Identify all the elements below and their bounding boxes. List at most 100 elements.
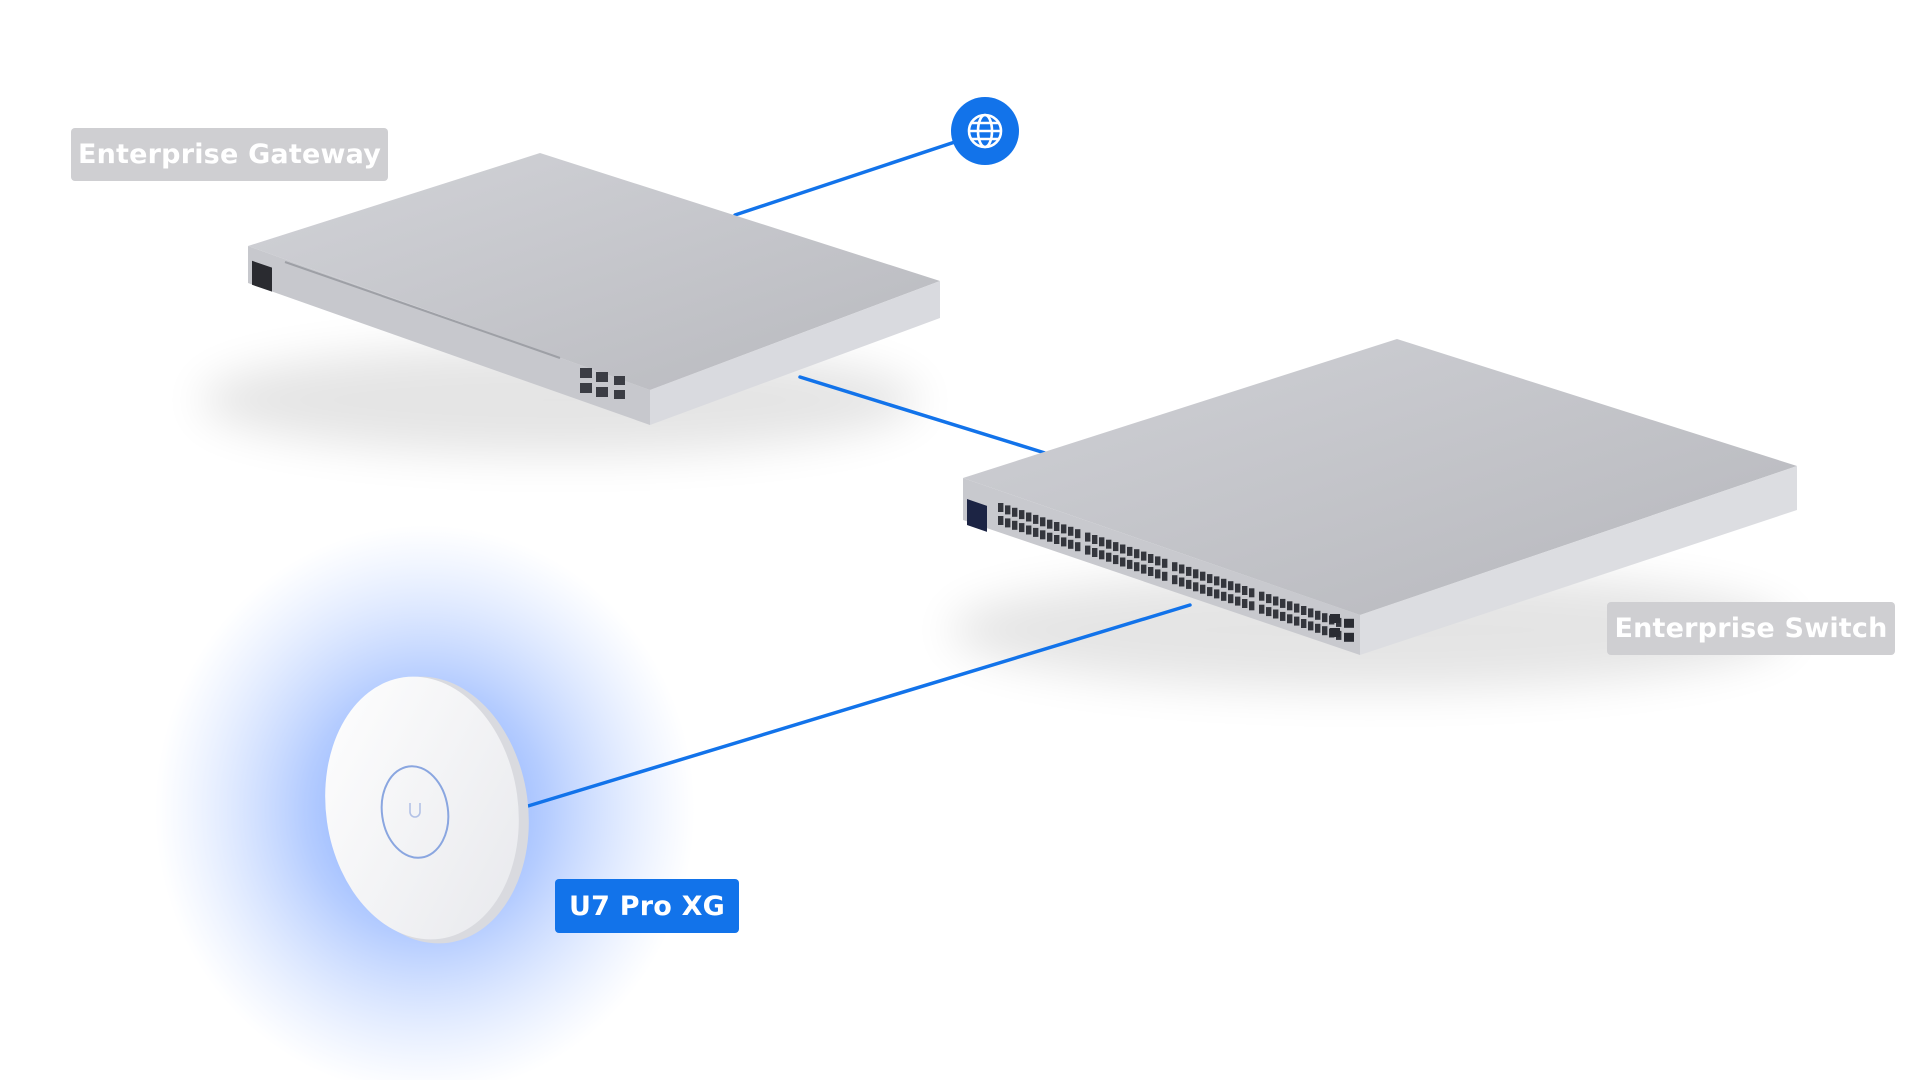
switch-port <box>1075 529 1081 539</box>
enterprise-gateway-device[interactable] <box>248 153 940 425</box>
switch-port <box>1005 505 1011 515</box>
switch-sfp-port <box>1330 614 1340 623</box>
switch-port <box>1054 522 1060 531</box>
switch-port <box>1141 564 1147 574</box>
switch-port <box>1287 601 1293 611</box>
switch-port <box>1040 530 1046 540</box>
switch-port <box>1113 555 1119 565</box>
switch-port <box>1047 532 1053 542</box>
globe-icon <box>967 113 1003 149</box>
switch-port <box>1061 524 1067 534</box>
switch-port <box>1259 604 1265 614</box>
switch-port <box>1134 549 1140 559</box>
switch-port <box>1207 574 1213 584</box>
switch-port <box>1214 589 1220 599</box>
switch-port <box>1315 610 1321 620</box>
connection-lines <box>526 130 1192 808</box>
switch-port <box>1221 578 1227 588</box>
switch-top-face <box>963 339 1797 615</box>
switch-port <box>1315 623 1321 633</box>
switch-port <box>1127 559 1133 569</box>
switch-port <box>1026 512 1032 522</box>
switch-port <box>1033 527 1039 537</box>
switch-port <box>1047 519 1053 529</box>
ubiquiti-u-logo-icon <box>409 803 421 818</box>
switch-port <box>1287 614 1293 624</box>
switch-port <box>1228 581 1234 591</box>
access-point-face <box>325 676 519 940</box>
switch-port <box>1266 594 1272 604</box>
switch-port <box>1148 567 1154 576</box>
link-gateway-switch <box>798 375 1047 455</box>
switch-port <box>1106 552 1112 562</box>
switch-port <box>1179 564 1185 574</box>
switch-side-face <box>1360 466 1797 655</box>
access-point-device[interactable] <box>309 664 546 957</box>
switch-port <box>1308 621 1314 631</box>
gateway-display-icon <box>252 260 272 292</box>
switch-port <box>1249 601 1255 611</box>
gateway-front-face <box>248 246 650 425</box>
enterprise-gateway-label: Enterprise Gateway <box>71 128 388 181</box>
switch-port <box>1019 510 1025 520</box>
switch-port <box>998 516 1004 525</box>
switch-port <box>1012 507 1018 517</box>
switch-port <box>1005 518 1011 528</box>
switch-port <box>1193 569 1199 579</box>
link-internet-gateway <box>733 130 987 217</box>
gateway-ports <box>580 368 625 399</box>
switch-port <box>1085 532 1091 542</box>
switch-port <box>1301 606 1307 615</box>
switch-port <box>1294 603 1300 613</box>
switch-port <box>1249 588 1255 598</box>
switch-port <box>1200 584 1206 594</box>
switch-port-array <box>998 503 1354 642</box>
switch-port <box>1120 557 1126 567</box>
switch-port <box>1322 613 1328 623</box>
access-point-label: U7 Pro XG <box>555 879 739 933</box>
switch-port <box>1301 619 1307 628</box>
switch-port <box>1054 535 1060 544</box>
switch-port <box>1186 566 1192 576</box>
switch-port <box>1120 544 1126 554</box>
switch-port <box>1294 616 1300 626</box>
switch-port <box>1200 571 1206 581</box>
switch-port <box>1085 545 1091 555</box>
switch-port <box>1127 546 1133 556</box>
gateway-top-face <box>248 153 940 390</box>
switch-port <box>1092 548 1098 557</box>
switch-port <box>998 503 1004 512</box>
switch-port <box>1092 535 1098 544</box>
switch-sfp-port <box>1344 618 1354 628</box>
switch-port <box>1019 523 1025 533</box>
switch-port <box>1113 542 1119 552</box>
switch-port <box>1040 517 1046 527</box>
switch-port <box>1235 596 1241 606</box>
switch-port <box>1172 575 1178 585</box>
enterprise-switch-label: Enterprise Switch <box>1607 602 1895 655</box>
switch-port <box>1228 594 1234 604</box>
switch-port <box>1033 514 1039 524</box>
switch-port <box>1235 583 1241 593</box>
switch-port <box>1068 526 1074 536</box>
gateway-vent-slot <box>284 261 561 359</box>
switch-port <box>1266 607 1272 617</box>
switch-sfp-port <box>1330 628 1340 637</box>
switch-port <box>1155 569 1161 579</box>
switch-port <box>1106 539 1112 549</box>
internet-node[interactable] <box>951 97 1019 165</box>
enterprise-switch-device[interactable] <box>963 339 1797 655</box>
switch-port <box>1148 554 1154 563</box>
switch-port <box>1242 586 1248 595</box>
switch-port <box>1214 576 1220 586</box>
switch-port <box>1061 537 1067 547</box>
link-switch-access-point <box>526 603 1192 808</box>
switch-port <box>1162 571 1168 581</box>
switch-port <box>1322 626 1328 636</box>
switch-port <box>1221 591 1227 601</box>
switch-port <box>1099 550 1105 560</box>
switch-port <box>1308 608 1314 618</box>
switch-port <box>1099 537 1105 547</box>
